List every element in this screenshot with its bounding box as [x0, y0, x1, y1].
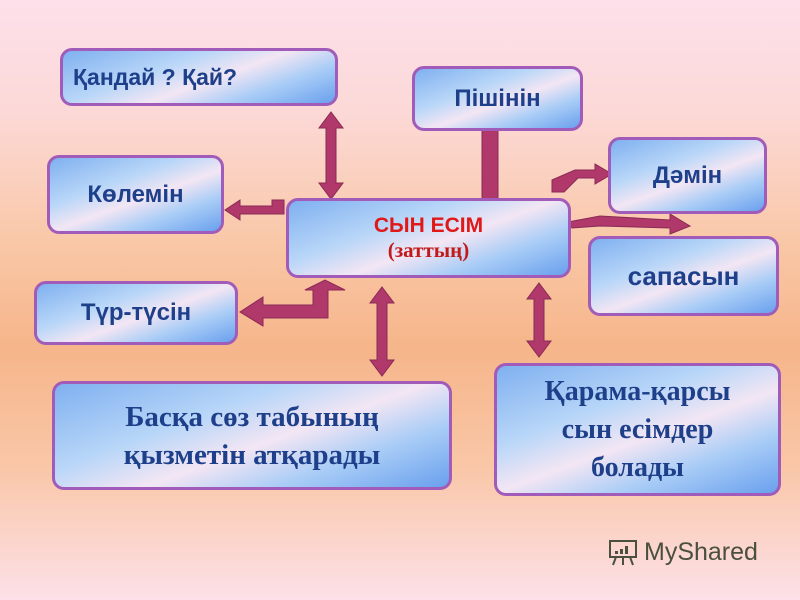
watermark-logo: MyShared — [606, 535, 758, 569]
node-size-label: Көлемін — [87, 180, 184, 208]
node-question: Қандай ? Қай? — [60, 48, 338, 106]
arrow-color — [239, 279, 346, 327]
node-shape-label: Пішінін — [454, 84, 541, 112]
arrow-question — [318, 111, 344, 200]
center-subtitle: (заттың) — [387, 238, 470, 262]
center-node: СЫН ЕСІМ (заттың) — [286, 198, 571, 278]
presentation-board-icon — [609, 540, 637, 566]
node-question-label: Қандай ? Қай? — [73, 63, 238, 90]
node-taste-label: Дәмін — [652, 161, 723, 189]
node-color-label: Түр-түсін — [80, 299, 192, 326]
node-other-role: Басқа сөз табының қызметін атқарады — [52, 381, 452, 490]
arrow-antonyms — [526, 282, 552, 358]
arrow-taste — [551, 163, 613, 193]
watermark-text: MyShared — [644, 537, 758, 566]
arrow-other-role — [369, 286, 395, 377]
node-quality: сапасын — [588, 236, 779, 316]
arrow-quality — [567, 213, 692, 235]
node-color: Түр-түсін — [34, 281, 238, 345]
node-antonyms-label: Қарама-қарсы сын есімдер болады — [544, 375, 731, 483]
node-quality-label: сапасын — [627, 260, 740, 291]
node-taste: Дәмін — [608, 137, 767, 214]
node-other-role-label: Басқа сөз табының қызметін атқарады — [123, 400, 381, 471]
node-size: Көлемін — [47, 155, 224, 234]
node-antonyms: Қарама-қарсы сын есімдер болады — [494, 363, 781, 496]
arrow-size — [224, 199, 285, 221]
center-title: СЫН ЕСІМ — [373, 214, 484, 237]
arrow-shape — [481, 129, 499, 201]
node-shape: Пішінін — [412, 66, 583, 131]
